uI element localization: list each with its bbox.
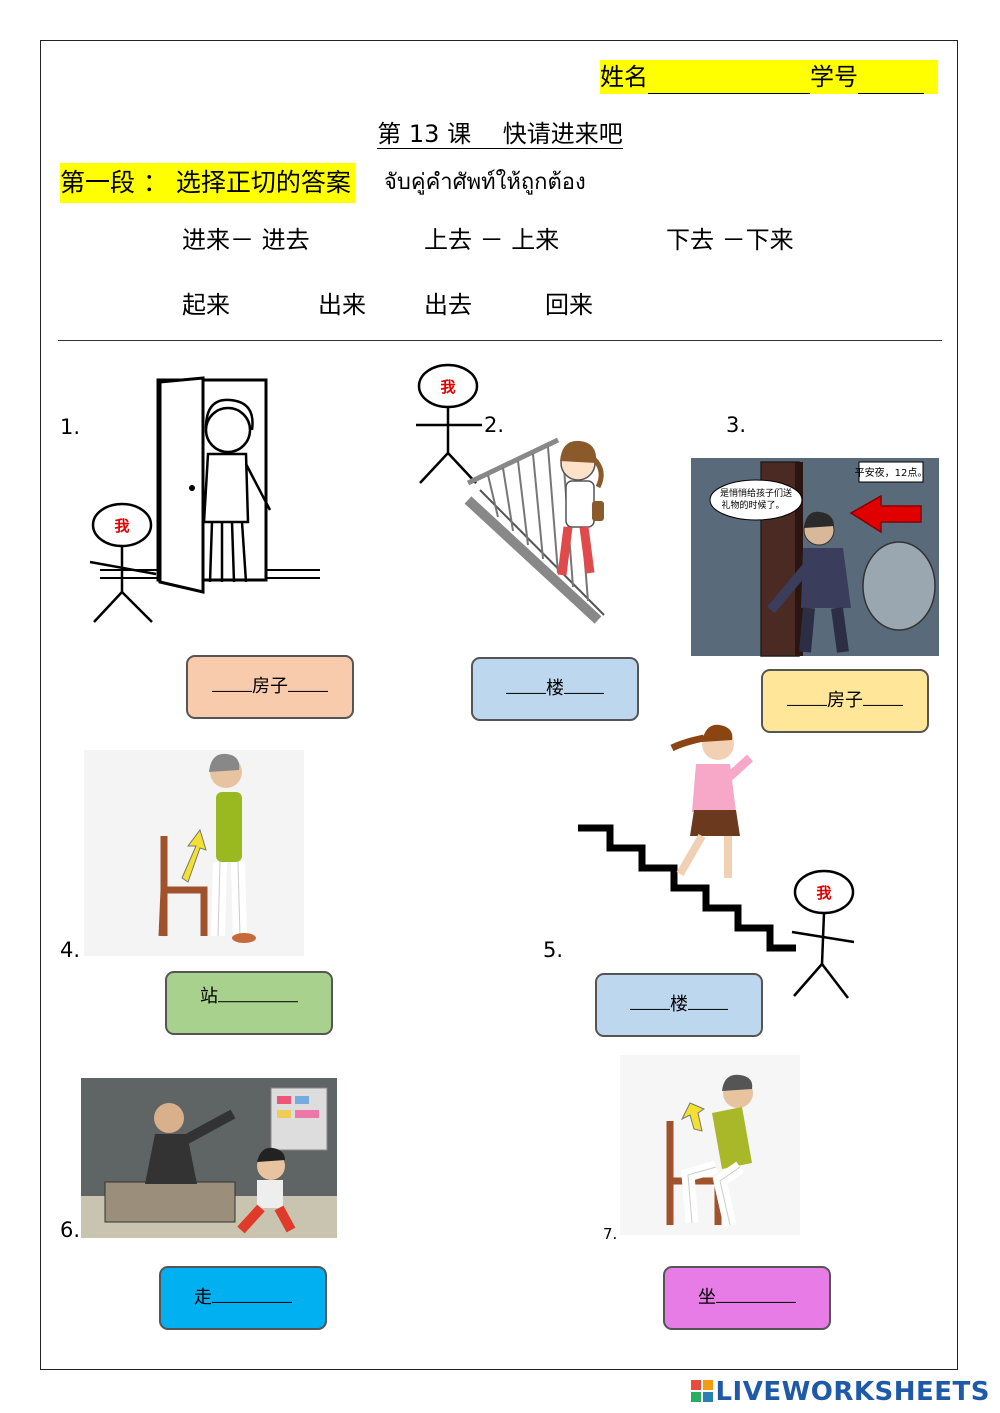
me-label: 我 [114, 517, 129, 535]
picture-go-out [81, 1078, 337, 1238]
answer-box-1[interactable]: 房子 [186, 655, 354, 719]
answer-blank[interactable] [564, 675, 604, 694]
liveworksheets-logo: LIVEWORKSHEETS [691, 1377, 990, 1407]
answer-blank[interactable] [218, 983, 298, 1003]
question-number: 1. [60, 415, 81, 439]
sign-text: 平安夜，12点。 [855, 466, 928, 479]
bubble-text: 是悄悄给孩子们送 [720, 487, 792, 499]
id-blank[interactable] [858, 67, 924, 94]
thai-instruction: จับคู่คำศัพท์ให้ถูกต้อง [384, 170, 586, 195]
lesson-title: 第 13 课 快请进来吧 [377, 120, 623, 149]
section-title: 第一段 ： 选择正切的答案 [60, 163, 355, 203]
word-bank-item: 进来－ 进去 [182, 226, 310, 254]
picture-down-stairs: 我 [578, 724, 855, 999]
answer-box-3[interactable]: 房子 [761, 669, 929, 733]
answer-blank[interactable] [863, 687, 903, 706]
answer-box-4[interactable]: 站 [165, 971, 333, 1035]
word-bank-item: 出来 [318, 291, 366, 319]
answer-word: 坐 [698, 1286, 716, 1308]
question-number: 5. [543, 938, 564, 962]
answer-word: 楼 [546, 677, 564, 699]
picture-enter-house-night: 平安夜，12点。 是悄悄给孩子们送 礼物的时候了。 [691, 458, 939, 657]
answer-blank[interactable] [688, 991, 728, 1010]
answer-box-2[interactable]: 楼 [471, 657, 639, 721]
picture-sit-down [620, 1055, 800, 1235]
liveworksheets-icon [691, 1380, 714, 1402]
name-id-line: 姓名 学号 [600, 60, 938, 94]
me-label: 我 [816, 884, 831, 902]
answer-box-5[interactable]: 楼 [595, 973, 763, 1037]
answer-blank[interactable] [212, 673, 252, 692]
answer-word: 站 [200, 986, 218, 1008]
answer-word: 走 [194, 1286, 212, 1308]
word-bank-item: 起来 [182, 291, 230, 319]
question-number: 6. [60, 1218, 81, 1242]
question-number: 2. [484, 413, 505, 437]
question-number: 7. [603, 1225, 618, 1243]
name-blank[interactable] [648, 67, 810, 94]
answer-blank[interactable] [787, 687, 827, 706]
answer-blank[interactable] [630, 991, 670, 1010]
question-number: 4. [60, 938, 81, 962]
id-label: 学号 [810, 63, 858, 91]
divider [58, 340, 942, 341]
name-label: 姓名 [600, 63, 648, 91]
answer-word: 房子 [252, 675, 288, 697]
answer-word: 楼 [670, 993, 688, 1015]
answer-box-7[interactable]: 坐 [663, 1266, 831, 1330]
brand-name: LIVEWORKSHEETS [715, 1377, 990, 1407]
question-number: 3. [726, 413, 747, 437]
answer-blank[interactable] [506, 675, 546, 694]
answer-blank[interactable] [716, 1284, 796, 1303]
word-bank-item: 回来 [545, 291, 593, 319]
worksheet-frame [40, 40, 958, 1370]
picture-stand-up [84, 750, 304, 956]
picture-up-stairs: 我 [416, 363, 605, 624]
bubble-text: 礼物的时候了。 [721, 499, 784, 511]
answer-box-6[interactable]: 走 [159, 1266, 327, 1330]
word-bank-item: 上去 － 上来 [424, 226, 560, 254]
answer-blank[interactable] [288, 673, 328, 692]
answer-blank[interactable] [212, 1284, 292, 1303]
answer-word: 房子 [827, 689, 863, 711]
picture-enter-house: 我 [89, 376, 320, 623]
me-label: 我 [440, 378, 455, 396]
word-bank-item: 出去 [424, 291, 472, 319]
word-bank-item: 下去 －下来 [666, 226, 794, 254]
